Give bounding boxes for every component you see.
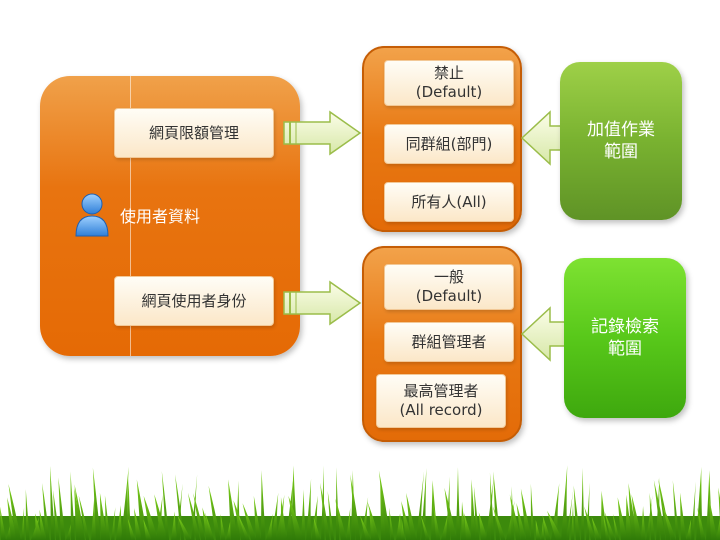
quota-mgmt-label: 網頁限額管理 (148, 123, 239, 142)
right-arrow-icon (283, 280, 362, 326)
option-label: 禁止 (433, 64, 464, 83)
record-search-scope-panel: 記錄檢索 範圍 (564, 258, 686, 418)
user-data-label: 使用者資料 (120, 207, 201, 226)
user-icon (72, 192, 112, 238)
quota-mgmt-box: 網頁限額管理 (114, 108, 274, 158)
grass-decoration (0, 465, 720, 540)
panel-divider (130, 76, 131, 356)
option-sublabel: (Default) (415, 83, 483, 101)
panel-subtitle: 範圍 (608, 339, 642, 359)
option-label: 同群組(部門) (405, 134, 493, 153)
option-label: 所有人(All) (411, 192, 487, 211)
option-forbidden: 禁止 (Default) (384, 60, 514, 106)
option-same-group: 同群組(部門) (384, 124, 514, 164)
right-arrow-icon (283, 110, 362, 156)
option-all: 所有人(All) (384, 182, 514, 222)
value-added-scope-panel: 加值作業 範圍 (560, 62, 682, 220)
user-identity-box: 網頁使用者身份 (114, 276, 274, 326)
panel-subtitle: 範圍 (604, 142, 638, 162)
panel-title: 加值作業 (587, 119, 655, 140)
option-label: 最高管理者 (403, 382, 479, 401)
user-identity-label: 網頁使用者身份 (141, 291, 247, 310)
option-label: 一般 (433, 268, 464, 287)
option-super-admin: 最高管理者 (All record) (376, 374, 506, 428)
option-sublabel: (Default) (415, 287, 483, 305)
option-label: 群組管理者 (411, 332, 487, 351)
option-normal: 一般 (Default) (384, 264, 514, 310)
option-sublabel: (All record) (399, 401, 483, 419)
panel-title: 記錄檢索 (591, 316, 659, 337)
option-group-admin: 群組管理者 (384, 322, 514, 362)
